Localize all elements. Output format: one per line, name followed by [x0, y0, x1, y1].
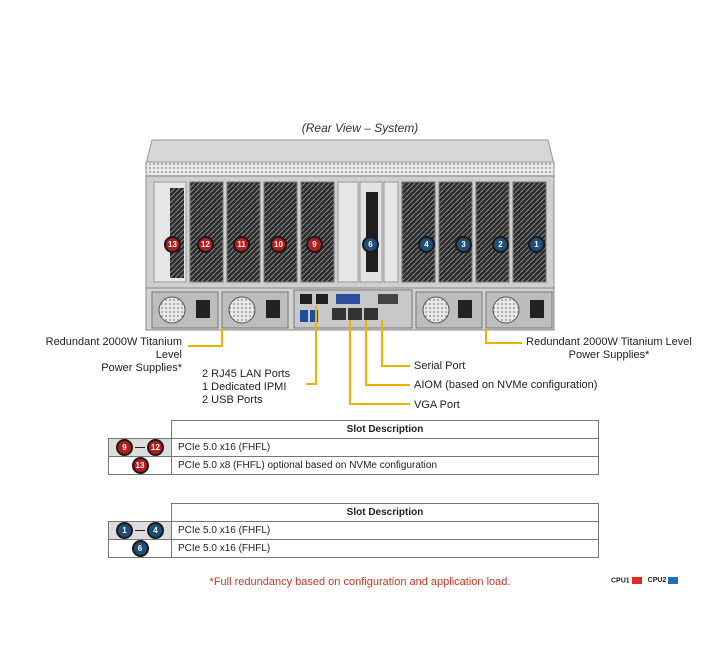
callout-psu-right-line1: Redundant 2000W Titanium Level [526, 336, 692, 348]
callout-lan-line1: 2 RJ45 LAN Ports [202, 368, 291, 380]
slot-table-cpu2-header: Slot Description [171, 503, 599, 522]
server-rear-illustration [145, 139, 555, 331]
psu-right [415, 291, 553, 329]
callout-vga-port: VGA Port [414, 399, 460, 411]
psu-left [151, 291, 289, 329]
slot-badge-10: 10 [270, 236, 287, 253]
legend-cpu1-swatch [631, 577, 642, 584]
callout-lan-ipmi-usb: 2 RJ45 LAN Ports 1 Dedicated IPMI 2 USB … [202, 368, 304, 407]
slot-badge-1: 1 [528, 236, 545, 253]
legend-cpu2-swatch [668, 577, 679, 584]
callout-psu-left: Redundant 2000W Titanium Level Power Sup… [22, 336, 182, 375]
slot-badge-12: 12 [197, 236, 214, 253]
callout-lan-line3: 2 USB Ports [202, 394, 263, 406]
slot-badge-9: 9 [306, 236, 323, 253]
callout-psu-right-line2: Power Supplies* [568, 349, 650, 361]
legend-cpu1-label: CPU1 [611, 577, 630, 585]
slot-badge: 1 [116, 522, 133, 539]
slot-badge-3: 3 [455, 236, 472, 253]
slot-description: PCIe 5.0 x16 (FHFL) [171, 438, 599, 457]
slot-table-cpu1: Slot Description 9 12 PCIe 5.0 x16 (FHFL)… [108, 420, 599, 475]
legend-cpu2-label: CPU2 [647, 577, 667, 585]
pcie-bays-left [153, 181, 335, 283]
diagram-title: (Rear View – System) [301, 121, 419, 135]
callout-psu-left-line1: Redundant 2000W Titanium Level [45, 336, 182, 361]
callout-psu-right: Redundant 2000W Titanium Level Power Sup… [526, 336, 692, 362]
footnote: *Full redundancy based on configuration … [209, 576, 511, 588]
slot-badge-4: 4 [418, 236, 435, 253]
slot-badge: 6 [131, 540, 149, 557]
slot-description: PCIe 5.0 x16 (FHFL) [171, 521, 599, 540]
slot-badge: 12 [147, 439, 164, 456]
slot-badge: 9 [116, 439, 133, 456]
slot-description: PCIe 5.0 x16 (FHFL) [171, 539, 599, 558]
slot-table-cpu1-header: Slot Description [171, 420, 599, 439]
slot-badge-2: 2 [492, 236, 509, 253]
slot-badge-13: 13 [164, 236, 181, 253]
slot-badge-11: 11 [233, 236, 250, 253]
pcie-bays-right [401, 181, 547, 283]
cpu-legend: CPU1 CPU2 [611, 577, 679, 585]
slot-badge: 4 [147, 522, 164, 539]
slot-badge-6: 6 [362, 236, 379, 253]
callout-psu-left-line2: Power Supplies* [101, 362, 182, 374]
table-row: 6 PCIe 5.0 x16 (FHFL) [108, 539, 599, 558]
badge-range: 9 12 [108, 438, 172, 457]
callout-aiom: AIOM (based on NVMe configuration) [414, 379, 598, 391]
callout-lan-line2: 1 Dedicated IPMI [202, 381, 287, 393]
table-row: 13 PCIe 5.0 x8 (FHFL) optional based on … [108, 456, 599, 475]
slot-badge: 13 [131, 457, 149, 474]
table-row: 9 12 PCIe 5.0 x16 (FHFL) [108, 438, 599, 457]
callout-serial-port: Serial Port [414, 360, 466, 372]
io-ports [293, 289, 413, 329]
slot-description: PCIe 5.0 x8 (FHFL) optional based on NVM… [171, 456, 599, 475]
